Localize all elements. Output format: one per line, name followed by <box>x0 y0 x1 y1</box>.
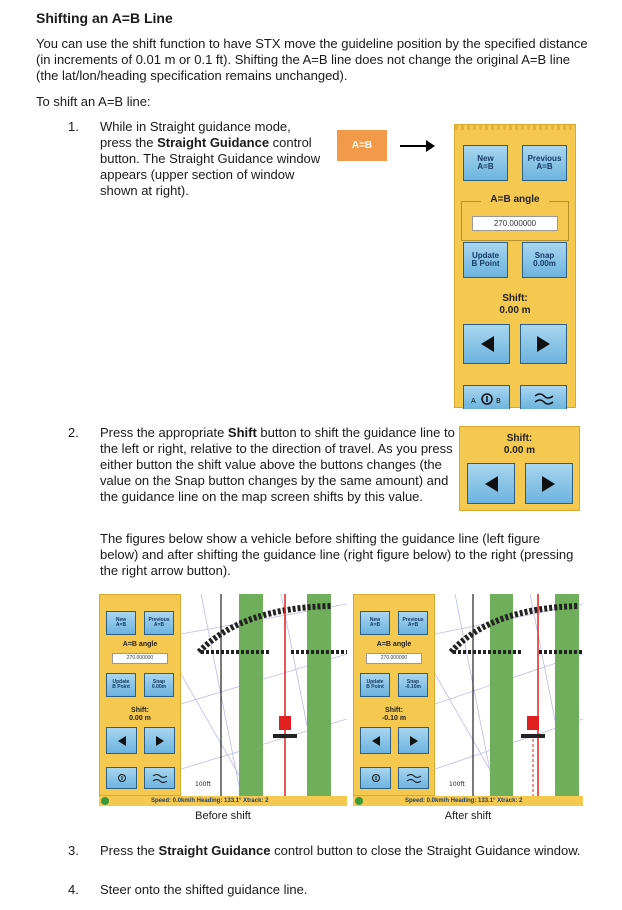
shift-right-button[interactable] <box>144 727 175 754</box>
vehicle-icon <box>279 716 291 730</box>
shift-label: Shift: <box>385 707 403 714</box>
step-number: 1. <box>68 119 79 134</box>
ab-mode-icon <box>117 774 126 782</box>
shift-left-button[interactable] <box>106 727 137 754</box>
curve-mode-button[interactable] <box>520 385 567 409</box>
arrow-right-icon <box>409 735 418 746</box>
svg-text:A: A <box>471 397 476 405</box>
gps-status-icon <box>101 797 109 805</box>
status-bar: Speed: 0.0km/h Heading: 133.1° Xtrack: 2 <box>353 796 583 806</box>
step-1-text: While in Straight guidance mode, press t… <box>100 119 321 198</box>
curve-mode-button[interactable] <box>144 767 175 789</box>
snap-button[interactable]: Snap-0.10m <box>398 673 428 697</box>
window-top-border <box>455 125 575 130</box>
shift-right-button[interactable] <box>520 324 567 364</box>
shift-left-button[interactable] <box>467 463 515 504</box>
status-text: Speed: 0.0km/h Heading: 133.1° Xtrack: 2 <box>151 798 269 804</box>
angle-label: A=B angle <box>481 194 549 205</box>
map-view: 100ft <box>435 594 583 796</box>
shift-left-button[interactable] <box>360 727 391 754</box>
wave-icon <box>406 774 421 783</box>
arrow-right-icon <box>155 735 164 746</box>
arrow-right-icon <box>536 336 550 352</box>
caption: After shift <box>444 810 492 822</box>
shift-label: Shift: <box>506 433 533 444</box>
intro-paragraph: You can use the shift function to have S… <box>36 36 588 83</box>
shift-right-button[interactable] <box>525 463 573 504</box>
field-strip <box>307 594 331 796</box>
shift-right-button[interactable] <box>398 727 429 754</box>
field-strip <box>490 594 513 796</box>
ab-mode-icon <box>371 774 380 782</box>
section-heading: Shifting an A=B Line <box>36 10 173 26</box>
svg-text:B: B <box>496 397 501 405</box>
shift-label: Shift: <box>131 707 149 714</box>
shift-value: 0.00 m <box>503 445 536 456</box>
angle-input[interactable]: 270.000000 <box>472 216 558 231</box>
mode-toggle-button[interactable] <box>106 767 137 789</box>
mode-toggle-button[interactable] <box>360 767 391 789</box>
arrow-left-icon <box>371 735 380 746</box>
scale-label: 100ft <box>195 781 211 788</box>
vehicle-icon <box>527 716 539 730</box>
step-2-text: Press the appropriate Shift button to sh… <box>100 425 455 504</box>
shift-left-button[interactable] <box>463 324 510 364</box>
wave-icon <box>534 392 553 405</box>
lead-text: To shift an A=B line: <box>36 94 151 109</box>
angle-label: A=B angle <box>376 641 412 648</box>
step-number: 3. <box>68 843 79 858</box>
wave-icon <box>152 774 167 783</box>
shift-value: -0.10 m <box>381 715 407 722</box>
field-strip <box>239 594 263 796</box>
angle-input[interactable]: 270.000000 <box>112 653 168 664</box>
step-number: 4. <box>68 882 79 897</box>
shift-value: 0.00 m <box>499 305 531 316</box>
status-text: Speed: 0.0km/h Heading: 133.1° Xtrack: 2 <box>405 798 523 804</box>
map-view: 100ft <box>181 594 347 796</box>
status-bar: Speed: 0.0km/h Heading: 133.1° Xtrack: 2 <box>99 796 347 806</box>
arrow-left-icon <box>117 735 126 746</box>
field-strip <box>555 594 579 796</box>
arrow-left-icon <box>480 336 494 352</box>
figure-description: The figures below show a vehicle before … <box>100 531 574 578</box>
caption: Before shift <box>195 810 251 822</box>
arrow-left-icon <box>485 475 498 492</box>
step-number: 2. <box>68 425 79 440</box>
ab-control-button[interactable]: A=B <box>337 130 387 161</box>
arrow-right-icon <box>400 140 435 152</box>
arrow-right-icon <box>542 475 555 492</box>
step-4-text: Steer onto the shifted guidance line. <box>100 882 308 897</box>
shift-panel: Shift: 0.00 m <box>459 426 580 511</box>
scale-label: 100ft <box>449 781 465 788</box>
shift-value: 0.00 m <box>129 715 151 722</box>
angle-label: A=B angle <box>122 641 158 648</box>
step-3-text: Press the Straight Guidance control butt… <box>100 843 581 858</box>
angle-input[interactable]: 270.000000 <box>366 653 422 664</box>
curve-mode-button[interactable] <box>398 767 429 789</box>
gps-status-icon <box>355 797 363 805</box>
shift-label: Shift: <box>502 293 528 304</box>
